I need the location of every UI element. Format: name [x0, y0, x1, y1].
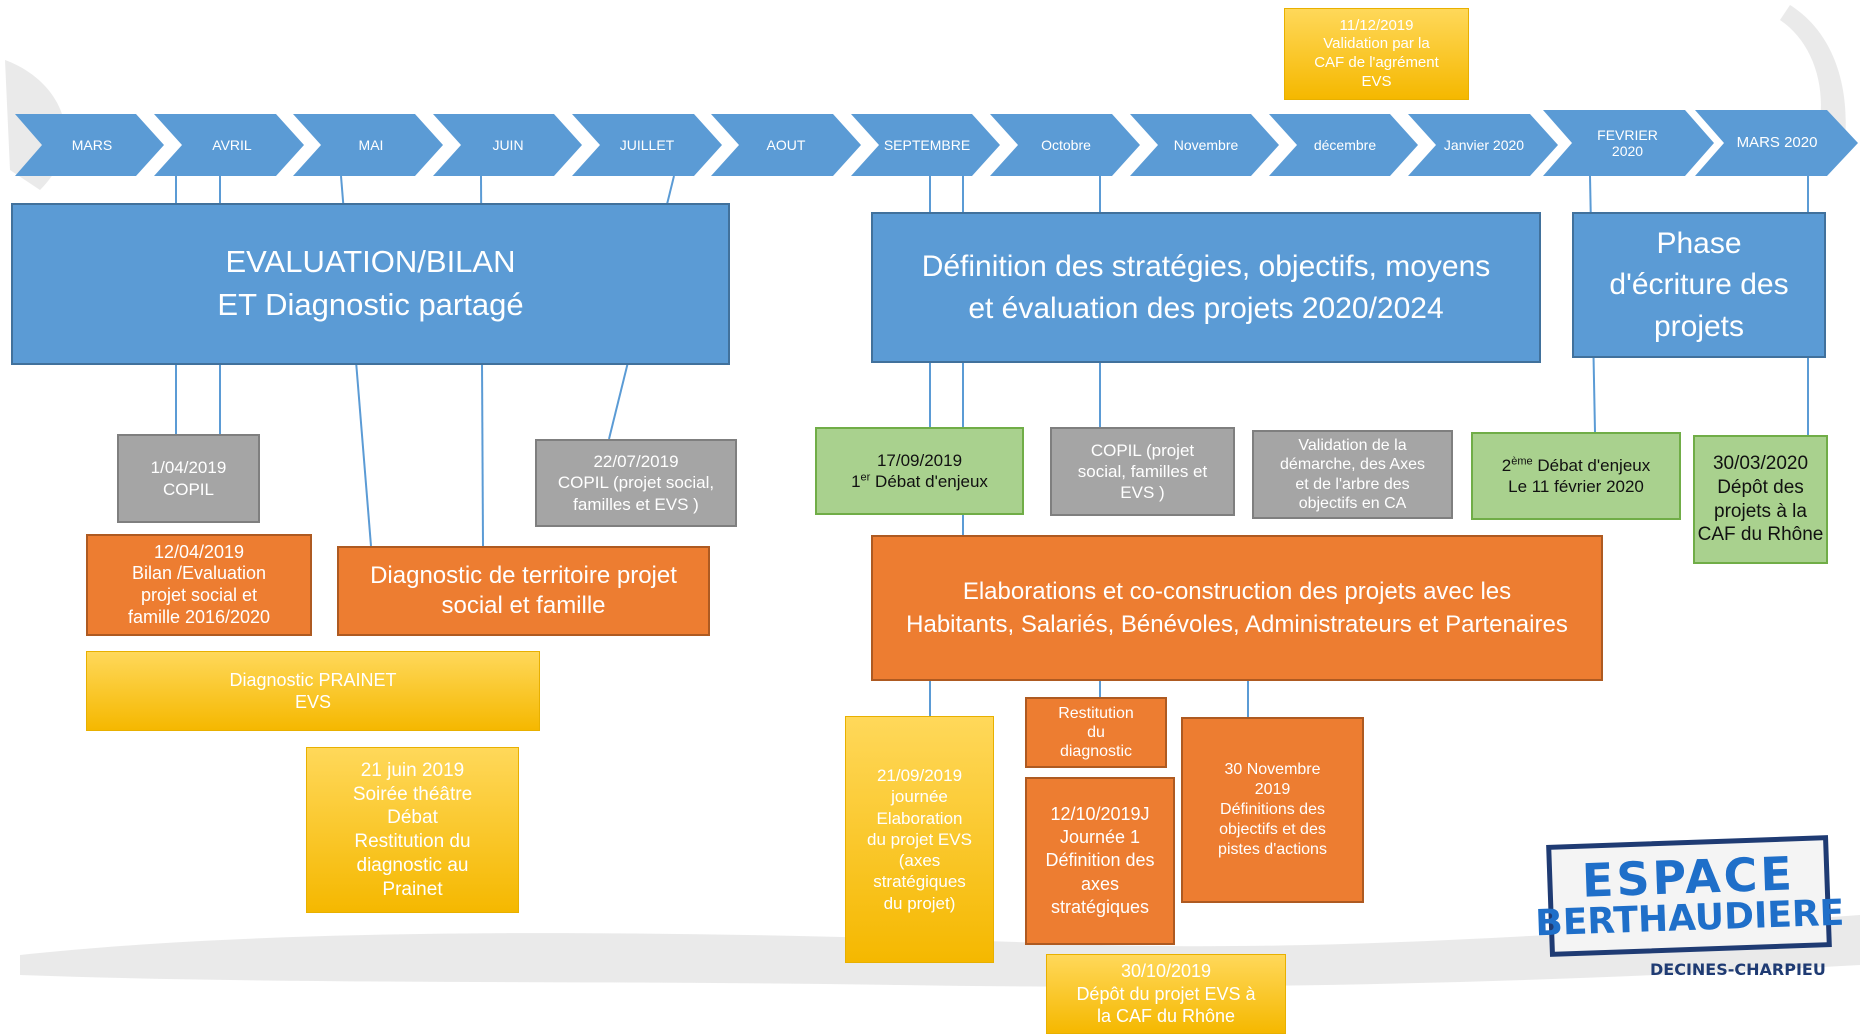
- depot-evs-event: 30/10/2019 Dépôt du projet EVS à la CAF …: [1046, 954, 1286, 1034]
- month-mars: MARS: [71, 136, 113, 153]
- novembre-definitions-event: 30 Novembre 2019 Définitions des objecti…: [1181, 717, 1364, 903]
- month-mars-2020: MARS 2020: [1736, 134, 1818, 152]
- diagnostic-territoire-event: Diagnostic de territoire projet social e…: [337, 546, 710, 636]
- diagnostic-prainet-event: Diagnostic PRAINET EVS: [86, 651, 540, 731]
- caf-validation-note: 11/12/2019 Validation par la CAF de l'ag…: [1284, 8, 1469, 100]
- copil-3-event: COPIL (projet social, familles et EVS ): [1050, 427, 1235, 516]
- validation-ca-event: Validation de la démarche, des Axes et d…: [1252, 430, 1453, 519]
- debat-2-title: 2ème Débat d'enjeux: [1501, 455, 1651, 475]
- month-avril: AVRIL: [212, 136, 252, 153]
- debat-enjeux-1-event: 17/09/2019 1er Débat d'enjeux: [815, 427, 1024, 515]
- month-aout: AOUT: [766, 136, 806, 153]
- month-novembre: Novembre: [1173, 136, 1239, 153]
- logo-line-2: BERTHAUDIERE: [1534, 892, 1845, 945]
- journee-evs-event: 21/09/2019 journée Elaboration du projet…: [845, 716, 994, 963]
- debat-1-date: 17/09/2019: [876, 450, 963, 470]
- espace-berthaudiere-logo: ESPACE BERTHAUDIERE: [1535, 835, 1845, 957]
- month-octobre: Octobre: [1041, 136, 1091, 153]
- debat-enjeux-2-event: 2ème Débat d'enjeux Le 11 février 2020: [1471, 432, 1681, 520]
- copil-1-event: 1/04/2019 COPIL: [117, 434, 260, 523]
- month-chevrons: [15, 110, 1858, 176]
- month-decembre: décembre: [1313, 136, 1377, 153]
- soiree-theatre-event: 21 juin 2019 Soirée théâtre Débat Restit…: [306, 747, 519, 913]
- restitution-diagnostic-event: Restitution du diagnostic: [1025, 697, 1167, 768]
- phase-evaluation-bilan: EVALUATION/BILAN ET Diagnostic partagé: [11, 203, 730, 365]
- month-janvier-2020: Janvier 2020: [1443, 136, 1525, 153]
- phase-ecriture-projets: Phase d'écriture des projets: [1572, 212, 1826, 358]
- phase-definition-strategies: Définition des stratégies, objectifs, mo…: [871, 212, 1541, 363]
- month-mai: MAI: [358, 136, 384, 153]
- month-juillet: JUILLET: [619, 136, 675, 153]
- month-septembre: SEPTEMBRE: [883, 136, 971, 153]
- debat-1-title: 1er Débat d'enjeux: [851, 471, 988, 491]
- depot-caf-event: 30/03/2020 Dépôt des projets à la CAF du…: [1693, 435, 1828, 564]
- bilan-evaluation-event: 12/04/2019 Bilan /Evaluation projet soci…: [86, 534, 312, 636]
- month-fevrier-2020: FEVRIER 2020: [1597, 126, 1658, 159]
- debat-2-date: Le 11 février 2020: [1508, 477, 1644, 496]
- copil-2-event: 22/07/2019 COPIL (projet social, famille…: [535, 439, 737, 527]
- journee-1-event: 12/10/2019J Journée 1 Définition des axe…: [1025, 777, 1175, 945]
- logo-subtitle: DECINES-CHARPIEU: [1650, 960, 1826, 979]
- month-juin: JUIN: [492, 136, 524, 153]
- elaborations-co-construction: Elaborations et co-construction des proj…: [871, 535, 1603, 681]
